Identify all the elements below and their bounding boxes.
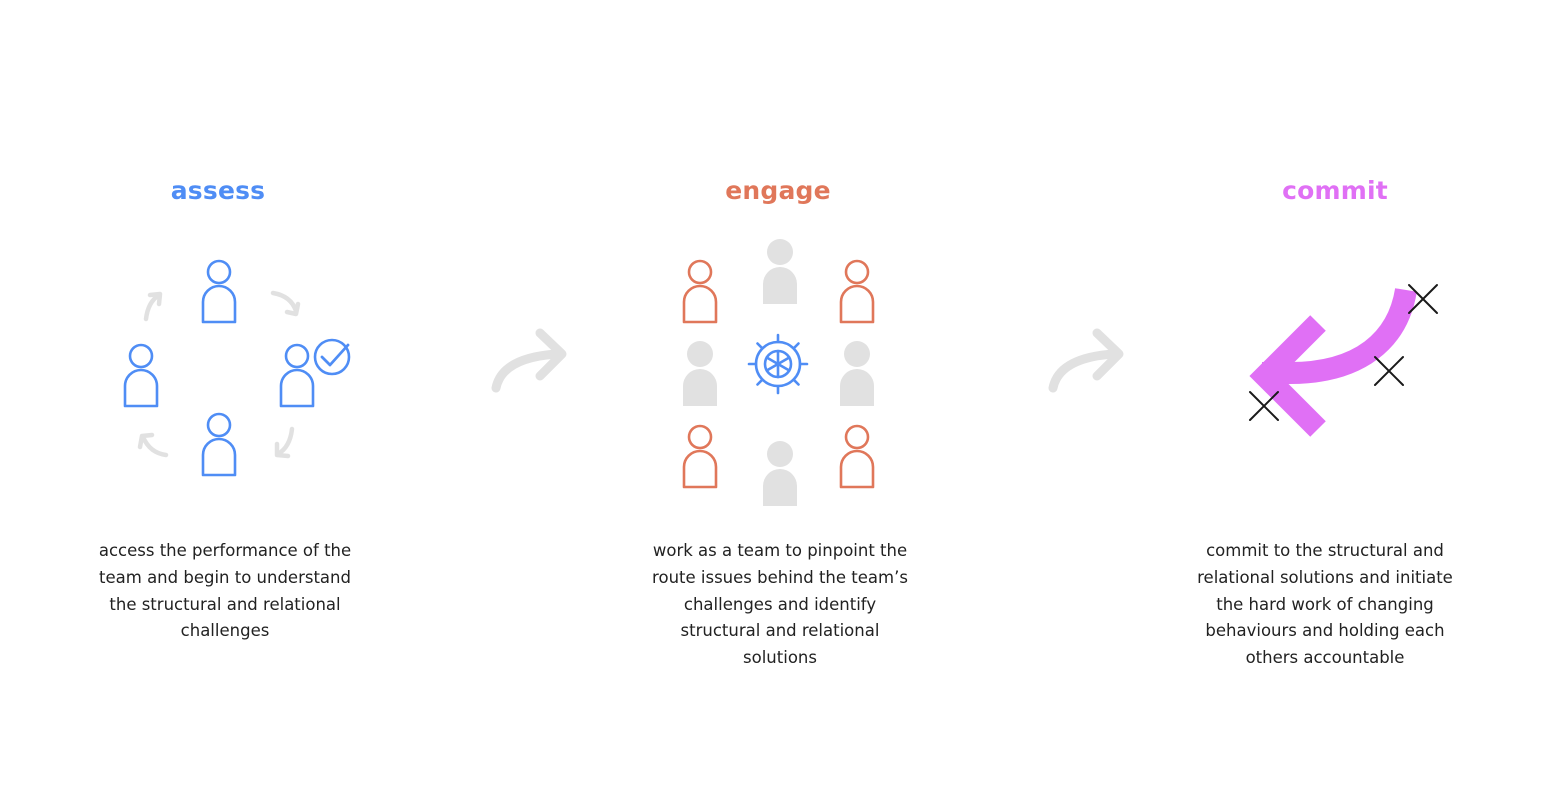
curved-back-arrow-icon	[1249, 287, 1417, 437]
description-line: the hard work of changing	[1216, 594, 1434, 614]
description-line: commit to the structural and	[1206, 541, 1444, 560]
cycle-arrow-icon	[143, 291, 163, 322]
description-line: access the performance of the	[98, 541, 352, 560]
step-title-assess: assess	[170, 176, 266, 205]
person-filled-icon	[763, 239, 797, 304]
cross-mark-icon	[1249, 391, 1279, 421]
step-title-commit: commit	[1282, 176, 1388, 205]
person-filled-icon	[683, 341, 717, 406]
cross-marks	[1249, 284, 1438, 421]
person-outline-icon	[839, 424, 875, 489]
person-outline-icon	[201, 259, 237, 324]
step-description-commit: commit to the structural and relational …	[1175, 538, 1475, 672]
description-line: solutions	[743, 648, 817, 668]
step-description-engage: work as a team to pinpoint the route iss…	[630, 538, 930, 672]
cycle-arrow-icon	[137, 432, 169, 458]
description-line: team and begin to understand	[99, 567, 351, 587]
person-outline-icon	[123, 343, 159, 408]
description-line: work as a team to pinpoint the	[652, 541, 908, 560]
commit-illustration	[1249, 284, 1438, 437]
check-circle-icon	[313, 338, 351, 376]
description-line: challenges and identify	[683, 594, 877, 614]
person-outline-icon	[839, 259, 875, 324]
cross-mark-icon	[1408, 284, 1438, 314]
curved-forward-arrow-icon	[491, 328, 567, 393]
person-filled-icon	[763, 441, 797, 506]
step-title-engage: engage	[725, 176, 831, 205]
ship-wheel-icon	[747, 333, 809, 395]
description-line: challenges	[180, 621, 270, 641]
engage-illustration	[682, 239, 875, 506]
person-outline-icon	[682, 424, 718, 489]
curved-forward-arrow-icon	[1048, 328, 1124, 393]
cross-mark-icon	[1374, 356, 1404, 386]
description-line: behaviours and holding each	[1205, 621, 1445, 641]
cycle-arrow-icon	[274, 426, 295, 459]
step-description-assess: access the performance of the team and b…	[75, 538, 375, 645]
person-outline-icon	[279, 343, 315, 408]
description-line: relational solutions and initiate	[1197, 567, 1453, 587]
cycle-arrows	[137, 290, 301, 459]
person-outline-icon	[682, 259, 718, 324]
description-line: route issues behind the team’s	[652, 567, 908, 587]
person-outline-icon	[201, 412, 237, 477]
description-line: the structural and relational	[109, 594, 341, 614]
person-filled-icon	[840, 341, 874, 406]
description-line: structural and relational	[680, 621, 880, 641]
description-line: others accountable	[1245, 648, 1405, 668]
cycle-arrow-icon	[270, 290, 301, 317]
assess-illustration	[123, 259, 351, 477]
